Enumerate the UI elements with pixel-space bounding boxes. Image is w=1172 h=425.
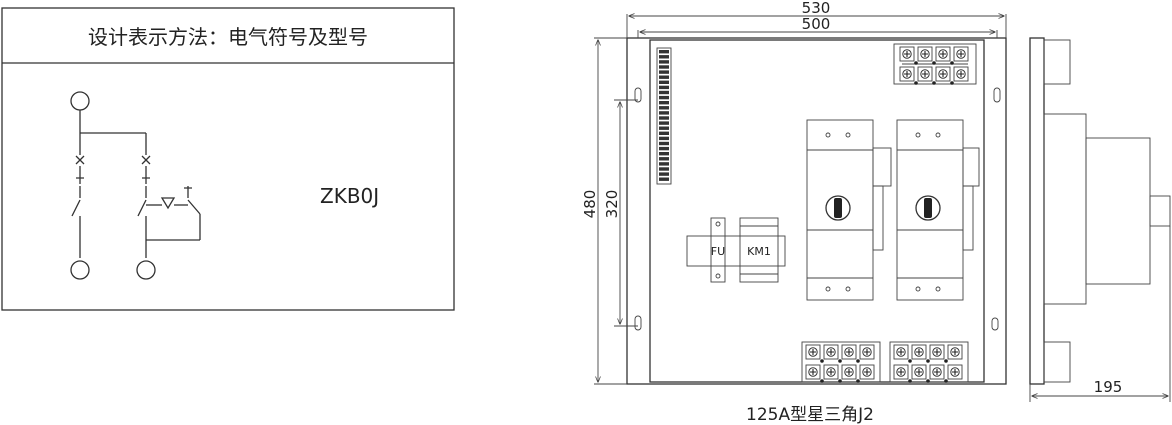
terminal-screw <box>917 46 933 62</box>
strip-terminal <box>659 162 669 166</box>
strip-terminal <box>659 111 669 115</box>
terminal-screw <box>841 364 857 380</box>
strip-terminal <box>659 70 669 74</box>
relay-triangle <box>160 197 176 210</box>
side-door <box>1029 37 1045 385</box>
strip-terminal <box>659 80 669 84</box>
contactor-label: KM1 <box>747 245 771 258</box>
terminal-screw <box>911 364 927 380</box>
side-view: 195 <box>1029 37 1171 402</box>
model-code: ZKB0J <box>320 184 379 208</box>
terminal-strip <box>656 47 672 185</box>
dim-depth: 195 <box>1094 378 1123 396</box>
terminal-top <box>70 91 90 111</box>
mount-slot <box>991 317 999 331</box>
strip-terminal <box>659 136 669 141</box>
terminal-screw <box>929 364 945 380</box>
mount-slot <box>634 87 642 103</box>
dim-outer-height: 480 <box>581 190 599 219</box>
fuse <box>710 217 726 283</box>
terminal-screw <box>947 344 963 360</box>
strip-terminal <box>659 157 669 161</box>
strip-terminal <box>659 50 669 54</box>
terminal-screw <box>911 344 927 360</box>
terminal-screw <box>953 66 969 82</box>
strip-terminal <box>659 116 669 120</box>
electrical-symbol <box>70 91 201 280</box>
strip-terminal <box>659 152 669 156</box>
front-view: 530 500 480 320 <box>581 0 1007 425</box>
terminal-screw <box>893 344 909 360</box>
strip-terminal <box>659 146 669 151</box>
strip-terminal <box>659 106 669 110</box>
disconnect-mark-right <box>141 155 151 165</box>
mount-slot <box>634 315 642 331</box>
breaker-handle <box>915 195 941 221</box>
strip-terminal <box>659 95 669 100</box>
terminal-screw <box>893 364 909 380</box>
terminal-screw <box>899 46 915 62</box>
contactor <box>739 217 779 283</box>
terminal-screw <box>935 66 951 82</box>
strip-terminal <box>659 131 669 135</box>
terminal-screw <box>859 364 875 380</box>
circuit-breaker-left <box>806 119 892 301</box>
strip-terminal <box>659 121 669 125</box>
terminal-screw <box>899 66 915 82</box>
terminal-block-bottom-right <box>889 341 969 383</box>
terminal-screw <box>917 66 933 82</box>
terminal-screw <box>953 46 969 62</box>
strip-terminal <box>659 55 669 59</box>
terminal-bottom-left <box>70 260 90 280</box>
mounting-plate <box>649 39 985 383</box>
outer-frame <box>626 37 1007 385</box>
dim-outer-width: 530 <box>802 0 831 17</box>
strip-terminal <box>659 85 669 90</box>
strip-terminal <box>659 167 669 171</box>
breaker-handle <box>825 195 851 221</box>
terminal-screw <box>947 364 963 380</box>
terminal-screw <box>929 344 945 360</box>
panel-title: 设计表示方法：电气符号及型号 <box>88 25 368 49</box>
terminal-screw <box>823 364 839 380</box>
fuse-contactor-assembly: FU KM1 <box>686 217 786 283</box>
symbol-panel: 设计表示方法：电气符号及型号 <box>1 7 455 311</box>
side-body <box>1043 113 1087 305</box>
switch-blade-left <box>71 199 81 217</box>
terminal-screw <box>805 364 821 380</box>
side-handle <box>1149 195 1171 227</box>
strip-terminal <box>659 90 669 95</box>
terminal-screw <box>841 344 857 360</box>
terminal-bottom-right <box>136 260 156 280</box>
mount-slot <box>993 87 1001 103</box>
terminal-screw <box>823 344 839 360</box>
terminal-screw <box>805 344 821 360</box>
terminal-screw <box>859 344 875 360</box>
strip-terminal <box>659 141 669 146</box>
fuse-label: FU <box>711 245 725 258</box>
drawing-caption: 125A型星三角J2 <box>746 405 874 425</box>
strip-terminal <box>659 65 669 69</box>
terminal-screw <box>935 46 951 62</box>
switch-blade-right <box>137 199 147 217</box>
terminal-block-top-right <box>893 43 977 85</box>
dim-inner-width: 500 <box>802 15 831 33</box>
strip-terminal <box>659 60 669 64</box>
strip-terminal <box>659 172 669 176</box>
circuit-breaker-right <box>896 119 980 301</box>
strip-terminal <box>659 126 669 130</box>
terminal-block-bottom-left <box>801 341 881 383</box>
strip-terminal <box>659 101 669 105</box>
disconnect-mark-left <box>75 155 85 165</box>
strip-terminal <box>659 75 669 79</box>
dim-inner-height: 320 <box>603 190 621 219</box>
panel-frame <box>1 7 455 311</box>
strip-terminal <box>659 177 669 181</box>
